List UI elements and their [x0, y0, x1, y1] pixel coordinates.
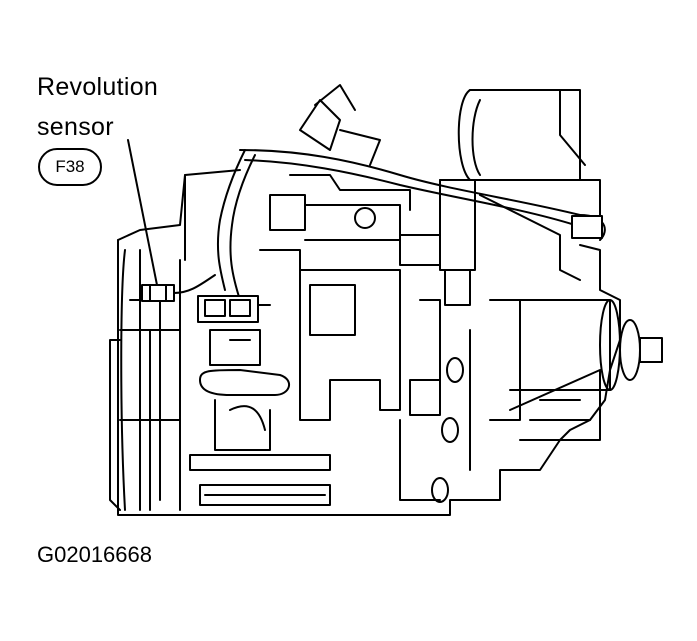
figure-id: G02016668: [37, 542, 152, 567]
transmission-housing: [109, 89, 621, 516]
valve-body: [259, 179, 476, 503]
bell-housing: [119, 249, 181, 511]
wiring-harness: [216, 84, 606, 301]
output-shaft: [509, 299, 663, 441]
connector-code-badge: F38: [38, 148, 102, 186]
callout-label-line1: Revolution: [37, 73, 159, 101]
callout-label-line2: sensor: [37, 113, 114, 141]
revolution-sensor: [141, 274, 271, 323]
leader-line: [127, 139, 158, 286]
oil-pan: [189, 329, 331, 506]
